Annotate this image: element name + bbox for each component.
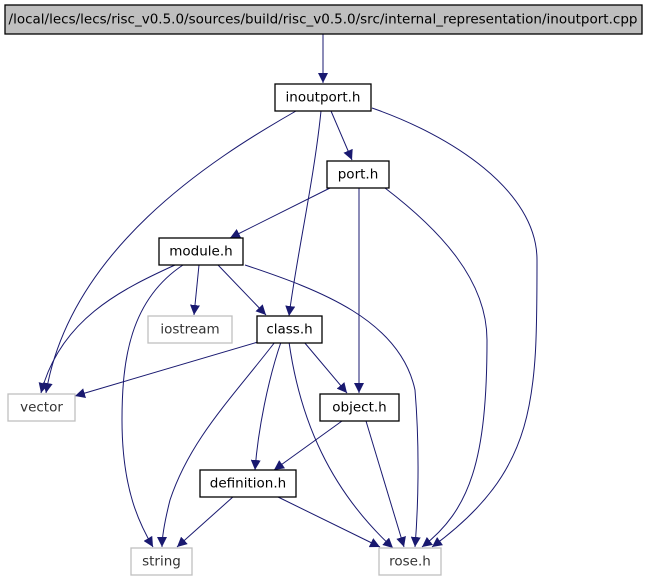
edge-object-h-to-rose-h (365, 420, 406, 548)
edge-definition-h-to-rose-h (275, 495, 381, 548)
edge-port-h-to-rose-h (384, 187, 488, 548)
edge-class-h-to-vector (74, 341, 259, 398)
edge-definition-h-to-string (176, 495, 235, 548)
edge-inoutport-h-to-vector (42, 110, 297, 394)
node-class-h[interactable]: class.h (256, 315, 323, 344)
node-label: rose.h (389, 554, 431, 570)
edge-module-h-to-vector (38, 264, 176, 394)
edge-module-h-to-iostream (190, 264, 200, 316)
node-iostream: iostream (147, 315, 233, 344)
edge-module-h-to-string (121, 264, 184, 548)
edge-class-h-to-rose-h (288, 341, 394, 549)
edge-inoutport-h-to-class-h (285, 110, 322, 317)
node-label: definition.h (210, 476, 286, 492)
edge-class-h-to-definition-h (250, 341, 282, 471)
edge-module-h-to-class-h (217, 264, 267, 316)
edges (38, 34, 538, 549)
edge-class-h-to-string (157, 341, 276, 548)
node-string: string (130, 547, 193, 576)
node-label: string (142, 554, 181, 570)
node-object-h[interactable]: object.h (319, 393, 400, 422)
node-label: object.h (332, 400, 386, 416)
node-vector: vector (7, 393, 76, 422)
node-label: module.h (169, 244, 232, 260)
edge-inoutport-h-to-rose-h (371, 107, 538, 548)
node-label: inoutport.h (286, 90, 361, 106)
edge-inoutport-h-to-port-h (330, 110, 353, 161)
node-rose-h[interactable]: rose.h (378, 547, 442, 576)
node-module-h[interactable]: module.h (158, 237, 244, 266)
node-label: class.h (266, 322, 312, 338)
node-label: port.h (338, 167, 379, 183)
node-root-inoutport-cpp: /local/lecs/lecs/risc_v0.5.0/sources/bui… (4, 4, 643, 35)
edge-object-h-to-definition-h (273, 420, 343, 471)
node-label: vector (20, 400, 63, 416)
edge-port-h-to-module-h (229, 187, 331, 239)
node-definition-h[interactable]: definition.h (199, 469, 297, 498)
node-inoutport-h[interactable]: inoutport.h (274, 83, 372, 112)
node-label: iostream (160, 322, 219, 338)
edge-class-h-to-object-h (303, 341, 348, 394)
node-port-h[interactable]: port.h (326, 160, 390, 189)
node-label: /local/lecs/lecs/risc_v0.5.0/sources/bui… (9, 12, 638, 28)
edge-module-h-to-rose-h (244, 264, 421, 548)
